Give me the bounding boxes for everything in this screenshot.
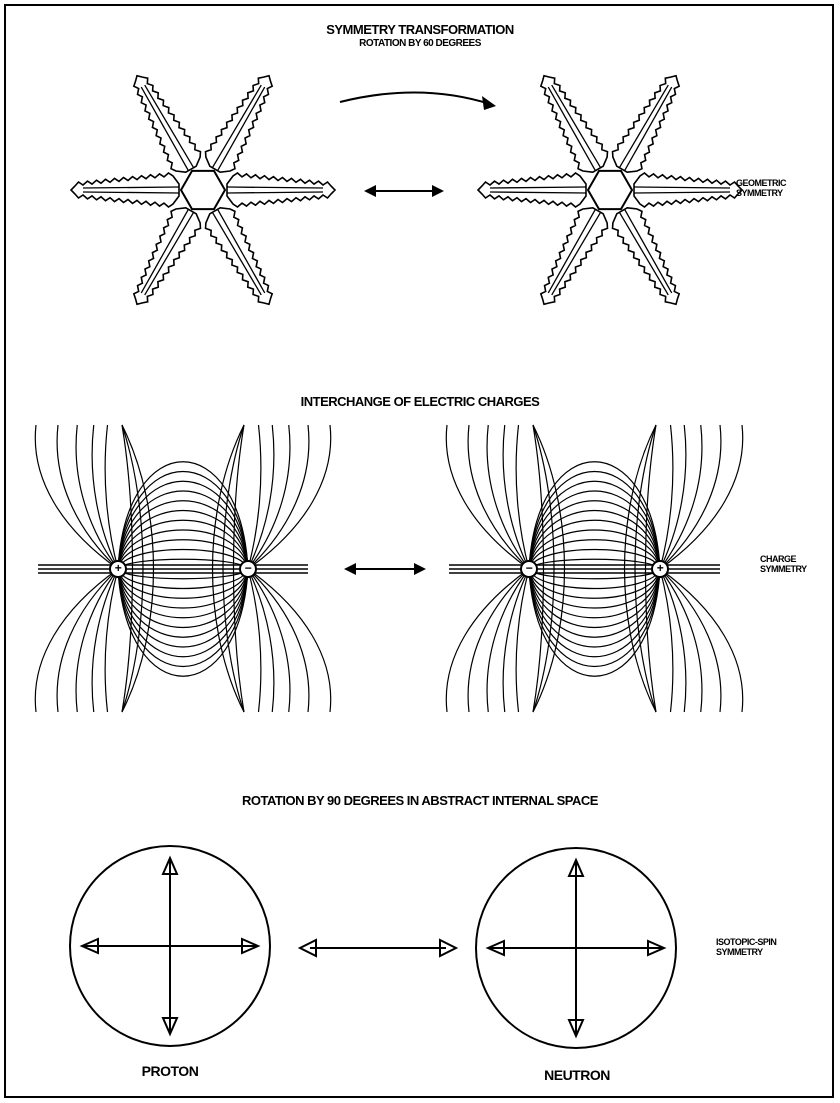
snowflake-arm [634,173,742,207]
rotation-arrow-head [482,96,496,110]
snowflake-hub [588,171,632,209]
geometric-side-label: GEOMETRIC SYMMETRY [736,178,786,198]
snowflake-arm [529,67,612,178]
snowflake-arm [478,173,586,207]
charge-sign-right-1: − [521,561,537,575]
snowflake-arm [607,202,690,313]
geometric-title: SYMMETRY TRANSFORMATION [270,22,570,37]
isospin-title: ROTATION BY 90 DEGREES IN ABSTRACT INTER… [110,793,730,808]
snowflake-original [71,67,335,313]
snowflake-arm [122,202,205,313]
rotation-arrow-curve [340,92,490,104]
snowflake-arm [200,202,283,313]
charge-equivalence-arrow [344,563,426,575]
snowflake-hub [181,171,225,209]
neutron-caption: NEUTRON [512,1067,642,1083]
snowflake-rotated [478,67,742,313]
charge-sign-left-2: − [240,561,256,575]
charge-sign-right-2: + [652,561,668,575]
proton-isospin-circle [70,846,270,1046]
snowflake-arm [122,67,205,178]
dipole-field-interchanged [446,425,742,712]
snowflake-arm [607,67,690,178]
geometric-equivalence-arrow [364,185,444,197]
dipole-field-original [35,425,330,712]
charge-sign-left-1: + [110,561,126,575]
proton-caption: PROTON [110,1063,230,1079]
snowflake-arm [71,173,179,207]
charge-title: INTERCHANGE OF ELECTRIC CHARGES [200,394,640,409]
isospin-equivalence-arrow [300,940,456,956]
snowflake-arm [529,202,612,313]
snowflake-arm [200,67,283,178]
neutron-isospin-circle [476,848,676,1048]
geometric-subtitle: ROTATION BY 60 DEGREES [300,38,540,49]
isospin-side-label: ISOTOPIC-SPIN SYMMETRY [716,937,776,957]
charge-side-label: CHARGE SYMMETRY [760,554,807,574]
snowflake-arm [227,173,335,207]
